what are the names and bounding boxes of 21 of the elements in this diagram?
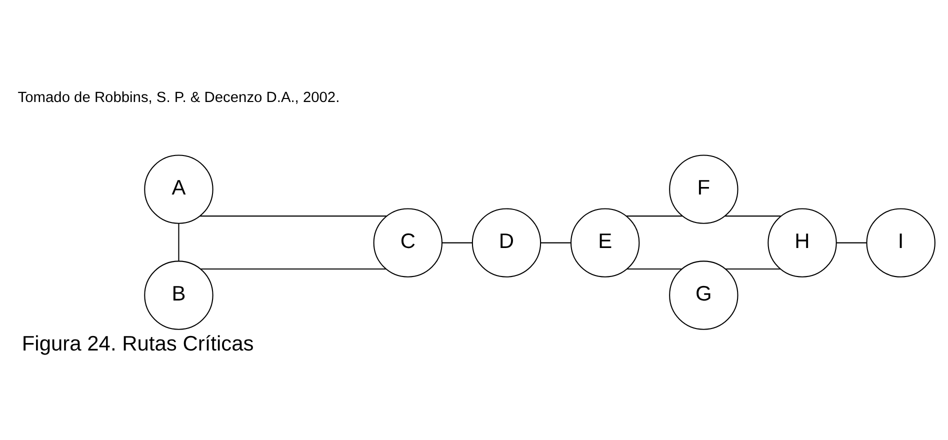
connector	[199, 216, 386, 217]
node-circle: B	[144, 260, 213, 330]
node-circle: G	[668, 260, 738, 330]
node-circle: C	[372, 208, 442, 278]
connector	[200, 268, 386, 270]
node-circle: D	[471, 208, 541, 278]
connector	[626, 216, 682, 217]
node-circle: F	[668, 154, 738, 224]
connector	[836, 242, 866, 244]
caption: Figura 24. Rutas Críticas	[21, 332, 254, 356]
connector	[540, 242, 570, 244]
node-circle: E	[570, 208, 640, 278]
connector	[178, 223, 179, 261]
connector	[626, 268, 682, 270]
node-circle: H	[767, 208, 836, 278]
node-circle: I	[866, 208, 935, 278]
connector	[724, 216, 780, 217]
connector	[725, 268, 780, 270]
connector	[442, 242, 472, 244]
node-circle: A	[144, 154, 213, 224]
label: Tomado de Robbins, S. P. & Decenzo D.A., 2002.	[17, 90, 340, 106]
